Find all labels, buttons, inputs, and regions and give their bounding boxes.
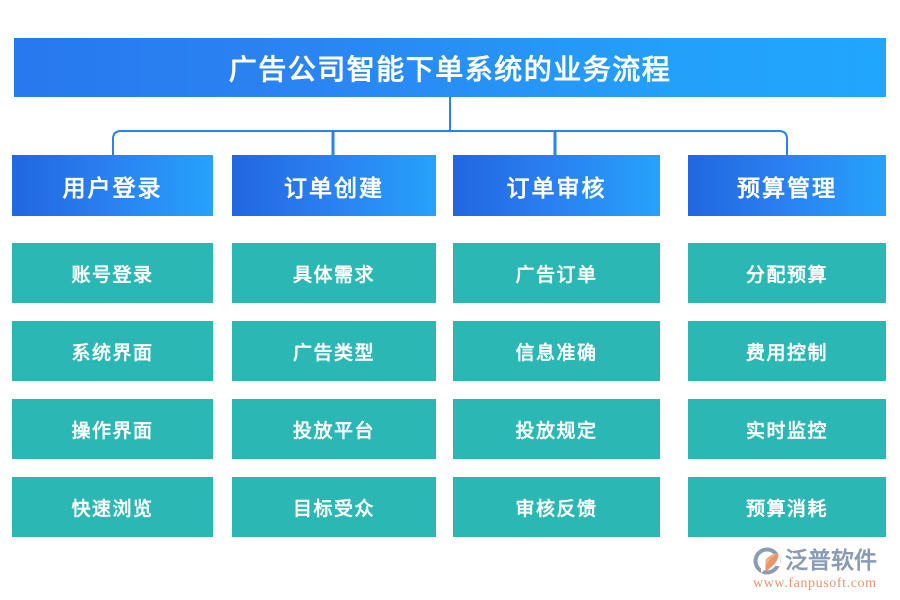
item-box[interactable]: 分配预算 xyxy=(688,243,886,303)
item-box[interactable]: 账号登录 xyxy=(12,243,213,303)
logo-company-name: 泛普软件 xyxy=(785,548,877,573)
company-logo: 泛普软件 www.fanpusoft.com xyxy=(752,546,892,594)
item-label: 目标受众 xyxy=(292,498,375,520)
column-header-order-create[interactable]: 订单创建 xyxy=(232,155,436,216)
column-header-label: 用户登录 xyxy=(62,175,163,201)
item-box[interactable]: 操作界面 xyxy=(12,399,213,459)
item-label: 系统界面 xyxy=(71,342,154,364)
column-header-user-login[interactable]: 用户登录 xyxy=(12,155,213,216)
item-label: 实时监控 xyxy=(745,420,828,442)
item-label: 审核反馈 xyxy=(515,498,598,520)
item-label: 广告类型 xyxy=(292,342,375,364)
diagram-title-banner: 广告公司智能下单系统的业务流程 xyxy=(14,38,886,97)
logo-website-url: www.fanpusoft.com xyxy=(753,576,877,591)
item-box[interactable]: 信息准确 xyxy=(453,321,660,381)
item-box[interactable]: 投放规定 xyxy=(453,399,660,459)
column-header-label: 订单审核 xyxy=(506,175,607,201)
item-label: 广告订单 xyxy=(515,264,598,286)
item-label: 预算消耗 xyxy=(745,498,828,520)
column-header-order-review[interactable]: 订单审核 xyxy=(453,155,660,216)
fanpu-logo-mark xyxy=(753,547,781,575)
item-box[interactable]: 目标受众 xyxy=(232,477,436,537)
item-label: 投放规定 xyxy=(515,420,598,442)
item-label: 投放平台 xyxy=(292,420,375,442)
item-label: 费用控制 xyxy=(745,342,828,364)
page-title: 广告公司智能下单系统的业务流程 xyxy=(228,54,672,86)
item-box[interactable]: 实时监控 xyxy=(688,399,886,459)
item-box[interactable]: 投放平台 xyxy=(232,399,436,459)
item-box[interactable]: 系统界面 xyxy=(12,321,213,381)
column-header-label: 订单创建 xyxy=(284,175,384,201)
item-label: 信息准确 xyxy=(515,342,598,364)
logo-row: 泛普软件 xyxy=(752,546,877,576)
item-box[interactable]: 预算消耗 xyxy=(688,477,886,537)
item-box[interactable]: 具体需求 xyxy=(232,243,436,303)
item-box[interactable]: 广告类型 xyxy=(232,321,436,381)
item-box[interactable]: 广告订单 xyxy=(453,243,660,303)
item-box[interactable]: 快速浏览 xyxy=(12,477,213,537)
item-label: 分配预算 xyxy=(745,264,828,286)
item-label: 账号登录 xyxy=(71,264,154,286)
item-box[interactable]: 费用控制 xyxy=(688,321,886,381)
column-header-budget-management[interactable]: 预算管理 xyxy=(688,155,886,216)
item-label: 具体需求 xyxy=(292,264,375,286)
connector-bus xyxy=(112,130,788,155)
item-label: 操作界面 xyxy=(71,420,154,442)
column-header-label: 预算管理 xyxy=(737,175,837,201)
item-label: 快速浏览 xyxy=(71,498,154,520)
item-box[interactable]: 审核反馈 xyxy=(453,477,660,537)
